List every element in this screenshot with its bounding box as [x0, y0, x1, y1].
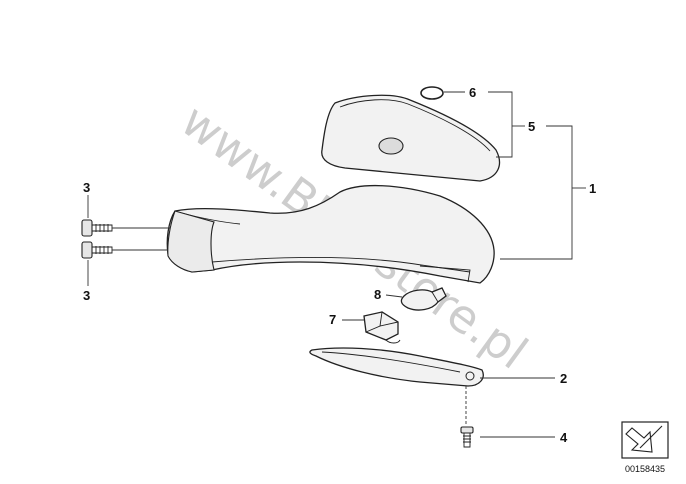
- turn-signal-lens: [309, 347, 484, 387]
- callout-6: 6: [469, 85, 476, 100]
- arrow-in-box-icon: [621, 421, 669, 459]
- leader-lines: [87, 91, 586, 438]
- callout-3-lower: 3: [83, 288, 90, 303]
- callout-2: 2: [560, 371, 567, 386]
- callout-3-upper: 3: [83, 180, 90, 195]
- callout-4: 4: [560, 430, 568, 445]
- mirror-glass: [321, 94, 501, 182]
- screw-upper: [81, 219, 113, 237]
- diagram-id: 00158435: [625, 464, 665, 474]
- bulb: [400, 287, 447, 311]
- callout-5: 5: [528, 119, 535, 134]
- callout-1: 1: [589, 181, 596, 196]
- screw-lower: [81, 241, 113, 259]
- mirror-housing: [166, 184, 495, 284]
- snap-ring: [420, 86, 444, 100]
- lens-screw: [460, 426, 474, 448]
- callout-7: 7: [329, 312, 336, 327]
- bulb-socket: [363, 311, 401, 344]
- callout-8: 8: [374, 287, 381, 302]
